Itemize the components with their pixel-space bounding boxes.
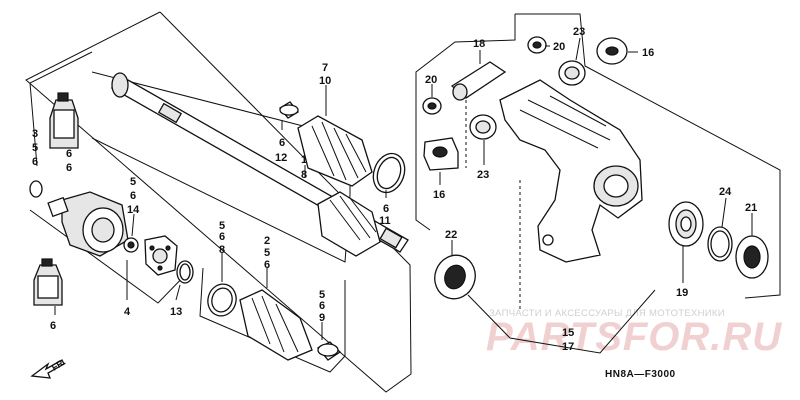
oil-seal-20-right <box>527 36 547 54</box>
callouts: 3 5 6 6 6 5 6 14 4 13 6 5 6 8 2 5 6 5 6 … <box>32 26 757 353</box>
oil-seal-21 <box>735 235 769 279</box>
grease-tube-top <box>49 92 79 149</box>
callout-17: 17 <box>562 341 574 353</box>
callout-16: 16 <box>642 47 654 59</box>
callout-7: 7 <box>322 62 328 74</box>
callout-5: 5 <box>130 176 136 188</box>
outer-cv-boot-on-shaft <box>317 191 381 257</box>
bearing-23-right <box>558 60 586 86</box>
bearing-19 <box>668 201 704 247</box>
callout-20: 20 <box>425 74 437 86</box>
inner-boot-clamp <box>372 152 406 194</box>
outer-boot <box>239 289 313 361</box>
callout-22: 22 <box>445 229 457 241</box>
callout-6: 6 <box>66 148 72 160</box>
front-direction-arrow: FR. <box>30 357 68 379</box>
callout-10: 10 <box>319 75 331 87</box>
watermark: ЗАПЧАСТИ И АКСЕССУАРЫ ДЛЯ МОТОТЕХНИКИ PA… <box>486 308 782 359</box>
outer-boot-clamp-large <box>207 283 237 317</box>
callout-6: 6 <box>383 203 389 215</box>
snap-ring-small <box>29 180 43 198</box>
collar-18 <box>450 61 507 101</box>
inner-cv-joint <box>47 191 129 257</box>
direction-label: FR. <box>50 357 68 373</box>
callout-13: 13 <box>170 306 182 318</box>
leader-lines <box>54 37 753 340</box>
callout-8: 8 <box>301 169 307 181</box>
snap-ring-24 <box>707 226 733 262</box>
oil-seal-22 <box>434 254 476 300</box>
callout-8: 8 <box>219 244 225 256</box>
dust-seal-16-right <box>596 37 628 65</box>
inner-boot-band <box>279 101 299 119</box>
callout-12: 12 <box>275 152 287 164</box>
knuckle <box>499 79 643 263</box>
callout-24: 24 <box>719 186 732 198</box>
callout-5: 5 <box>264 247 270 259</box>
callout-11: 11 <box>379 215 391 227</box>
outer-boot-band-small <box>316 341 342 361</box>
callout-6: 6 <box>66 162 72 174</box>
watermark-brand: PARTSFOR.RU <box>486 315 782 359</box>
callout-5: 5 <box>32 142 38 154</box>
watermark-caption: ЗАПЧАСТИ И АКСЕССУАРЫ ДЛЯ МОТОТЕХНИКИ <box>489 308 725 319</box>
callout-6: 6 <box>130 190 136 202</box>
callout-19: 19 <box>676 287 688 299</box>
bearing-23-left <box>469 114 497 140</box>
callout-6: 6 <box>279 137 285 149</box>
callout-6: 6 <box>264 259 270 271</box>
callout-6: 6 <box>50 320 56 332</box>
callout-21: 21 <box>745 202 757 214</box>
bearing-cage <box>144 235 178 276</box>
inner-boot <box>297 115 373 187</box>
oil-seal-20-left <box>422 97 442 115</box>
inner-circlip <box>123 237 139 253</box>
grease-tube-bottom <box>33 258 63 306</box>
callout-2: 2 <box>264 235 270 247</box>
callout-9: 9 <box>319 312 325 324</box>
callout-5: 5 <box>219 220 225 232</box>
callout-3: 3 <box>32 128 38 140</box>
callout-23: 23 <box>573 26 585 38</box>
callout-1: 1 <box>301 154 307 166</box>
callout-6: 6 <box>219 231 225 243</box>
dust-seal-16-left <box>423 137 459 171</box>
callout-6: 6 <box>319 300 325 312</box>
callout-4: 4 <box>124 306 131 318</box>
callout-5: 5 <box>319 289 325 301</box>
callout-6: 6 <box>32 156 38 168</box>
callout-16: 16 <box>433 189 445 201</box>
callout-23: 23 <box>477 169 489 181</box>
callout-15: 15 <box>562 327 574 339</box>
snap-ring-13 <box>176 260 194 284</box>
callout-14: 14 <box>127 204 140 216</box>
callout-20: 20 <box>553 41 565 53</box>
diagram-code: HN8A—F3000 <box>605 369 676 380</box>
callout-18: 18 <box>473 38 485 50</box>
